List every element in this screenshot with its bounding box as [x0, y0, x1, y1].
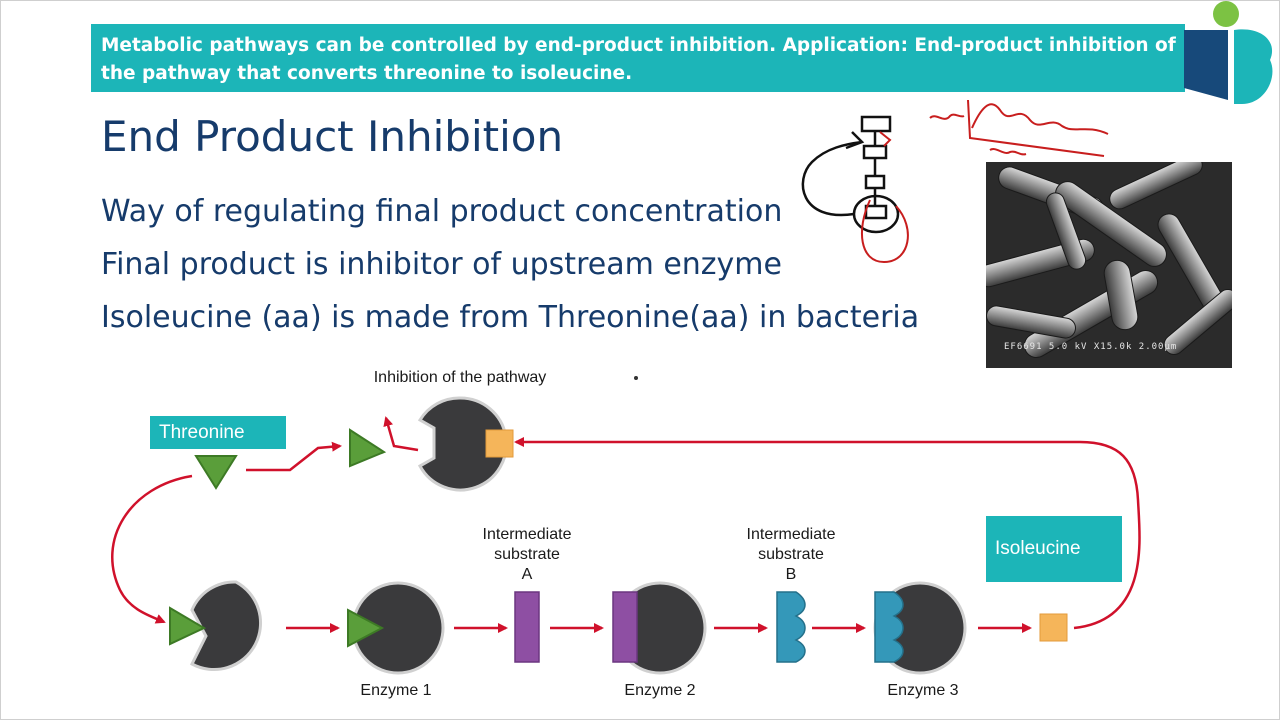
intermediate-a-bound [612, 591, 638, 663]
isoleucine-label: Isoleucine [986, 516, 1122, 582]
intermediate-a-line-1: Intermediate [482, 526, 572, 543]
threonine-label: Threonine [150, 416, 286, 449]
intermediate-b-line-3: B [785, 566, 797, 583]
intermediate-a-shape [514, 591, 540, 663]
sketch-graph-curve [971, 103, 1109, 135]
inhibition-label: Inhibition of the pathway [373, 369, 547, 386]
threonine-entering [169, 606, 207, 646]
arrow-feedback [514, 437, 1141, 630]
threonine-blocked-triangle [349, 428, 387, 468]
inhibited-enzyme-1 [417, 396, 514, 492]
intermediate-a-line-3: A [521, 566, 533, 583]
enzyme-1-label: Enzyme 1 [360, 682, 432, 699]
enzyme-1-open [190, 580, 263, 672]
micrograph-caption: EF6691 5.0 kV X15.0k 2.00µm [1004, 342, 1178, 352]
sketch-feedback-loop [801, 140, 863, 217]
intermediate-b-bound [874, 591, 904, 663]
intermediate-a-line-2: substrate [494, 546, 560, 563]
bacteria-micrograph [986, 162, 1232, 368]
isoleucine-product [1039, 613, 1068, 642]
intermediate-b-label: Intermediate substrate B [721, 525, 861, 585]
intermediate-b-line-2: substrate [758, 546, 824, 563]
threonine-triangle-top [194, 455, 238, 490]
enzyme-2-label: Enzyme 2 [624, 682, 696, 699]
slide-title: End Product Inhibition [101, 112, 564, 161]
sketch-time-label [989, 148, 1027, 156]
isoleucine-inhibitor-square [485, 429, 514, 458]
threonine-bound [347, 608, 385, 648]
arrow-blocked [383, 416, 419, 452]
banner-text: Metabolic pathways can be controlled by … [101, 35, 1176, 84]
arrow-threonine-down [111, 474, 193, 624]
sketch-graph-axes [967, 99, 1105, 157]
cursor-dot [634, 376, 638, 380]
sketch-axis-label [929, 113, 965, 120]
intermediate-a-label: Intermediate substrate A [457, 525, 597, 585]
header-banner [91, 24, 1185, 92]
intermediate-b-line-1: Intermediate [746, 526, 836, 543]
sketch-red-circle [860, 199, 909, 264]
intermediate-b-shape [776, 591, 806, 663]
bullet-3: Isoleucine (aa) is made from Threonine(a… [101, 300, 920, 335]
arrow-threonine-to-enzyme [246, 441, 342, 472]
bullet-1: Way of regulating final product concentr… [101, 194, 783, 229]
brand-logo [1184, 1, 1273, 105]
enzyme-3-label: Enzyme 3 [887, 682, 959, 699]
bullet-2: Final product is inhibitor of upstream e… [101, 247, 782, 282]
